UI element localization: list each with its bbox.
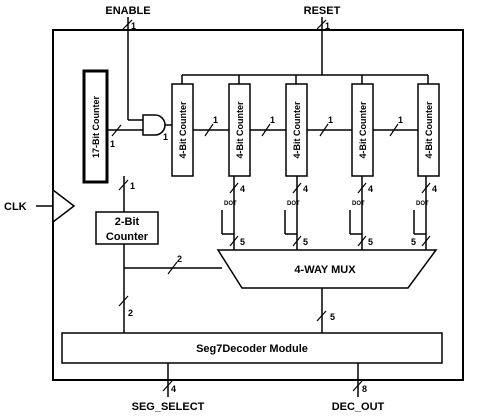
counter-4bit-label: 4-Bit Counter [178, 101, 188, 158]
counter-4bit-label: 4-Bit Counter [292, 101, 302, 158]
mux-4way-label: 4-WAY MUX [294, 264, 356, 276]
enable-port-label: ENABLE [105, 5, 150, 17]
counter-4bit-5: 4-Bit Counter [417, 83, 440, 177]
svg-text:5: 5 [240, 237, 245, 247]
counter-2bit-label-1: 2-Bit [115, 216, 140, 228]
enable-bus-slash [122, 19, 133, 30]
counter-4bit-4: 4-Bit Counter [351, 83, 374, 177]
counter-5-output: 4 DOT 5 [411, 176, 437, 250]
svg-text:4: 4 [432, 184, 437, 194]
svg-text:4: 4 [303, 184, 308, 194]
svg-text:DOT: DOT [352, 201, 365, 207]
seg-select-port-label: SEG_SELECT [132, 401, 205, 413]
mux-out-slash [316, 310, 327, 322]
seg7-decoder-label: Seg7Decoder Module [196, 343, 308, 355]
clk17-bus-slash [111, 124, 122, 137]
chain-slash-3 [319, 123, 329, 137]
chain-bus-width-3: 1 [328, 115, 333, 125]
seg-select-bus-width: 4 [171, 384, 176, 394]
svg-text:4: 4 [368, 184, 373, 194]
sel-dec-bus-width: 2 [128, 308, 133, 318]
svg-text:DOT: DOT [416, 201, 429, 207]
counter-2bit-block [95, 211, 159, 245]
chain-bus-width-1: 1 [213, 115, 218, 125]
svg-text:5: 5 [303, 237, 308, 247]
counter-4bit-label: 4-Bit Counter [358, 101, 368, 158]
enable-bus-width: 1 [131, 21, 136, 31]
chain-slash-4 [389, 123, 399, 137]
mux-out-bus-width: 5 [330, 312, 335, 322]
to-2bit-slash [118, 179, 129, 191]
chain-bus-width-4: 1 [398, 115, 403, 125]
counter-17bit-block [82, 69, 109, 184]
mux-4way-block [216, 249, 438, 289]
reset-bus-slash [316, 19, 327, 30]
chain-slash-1 [204, 123, 214, 137]
counter-4-output: 4 DOT 5 [349, 176, 373, 250]
chain-slash-2 [261, 123, 271, 137]
counter-4bit-label: 4-Bit Counter [235, 101, 245, 158]
sel-mux-bus-width: 2 [177, 254, 182, 264]
counter-2bit-label-2: Counter [106, 231, 149, 243]
chain-bus-width-2: 1 [270, 115, 275, 125]
dec-out-port-label: DEC_OUT [332, 401, 385, 413]
counter-2-output: 4 DOT 5 [221, 176, 245, 250]
counter-4bit-2: 4-Bit Counter [228, 83, 251, 177]
svg-text:DOT: DOT [224, 201, 237, 207]
dec-out-slash [352, 380, 363, 392]
svg-text:4: 4 [240, 184, 245, 194]
sel-mux-slash [167, 261, 178, 275]
sel-dec-slash [118, 295, 129, 307]
counter-17bit-label: 17-Bit Counter [91, 96, 101, 159]
counter-3-output: 4 DOT 5 [284, 176, 308, 250]
seg-select-slash [162, 380, 173, 392]
clk-port-label: CLK [4, 201, 27, 213]
reset-port-label: RESET [304, 5, 341, 17]
svg-text:5: 5 [411, 237, 416, 247]
system-boundary [52, 29, 464, 381]
and-out-bus-width: 1 [163, 132, 168, 142]
and-gate [142, 114, 166, 136]
reset-bus-width: 1 [325, 21, 330, 31]
counter-4bit-1: 4-Bit Counter [171, 83, 194, 177]
clk-triangle-icon [52, 188, 76, 224]
seg7-decoder-block [61, 332, 443, 364]
dec-out-bus-width: 8 [362, 384, 367, 394]
svg-text:DOT: DOT [287, 201, 300, 207]
clk17-bus-width: 1 [110, 139, 115, 149]
counter-4bit-label: 4-Bit Counter [424, 101, 434, 158]
to-2bit-bus-width: 1 [130, 181, 135, 191]
counter-4bit-3: 4-Bit Counter [285, 83, 308, 177]
svg-text:5: 5 [368, 237, 373, 247]
